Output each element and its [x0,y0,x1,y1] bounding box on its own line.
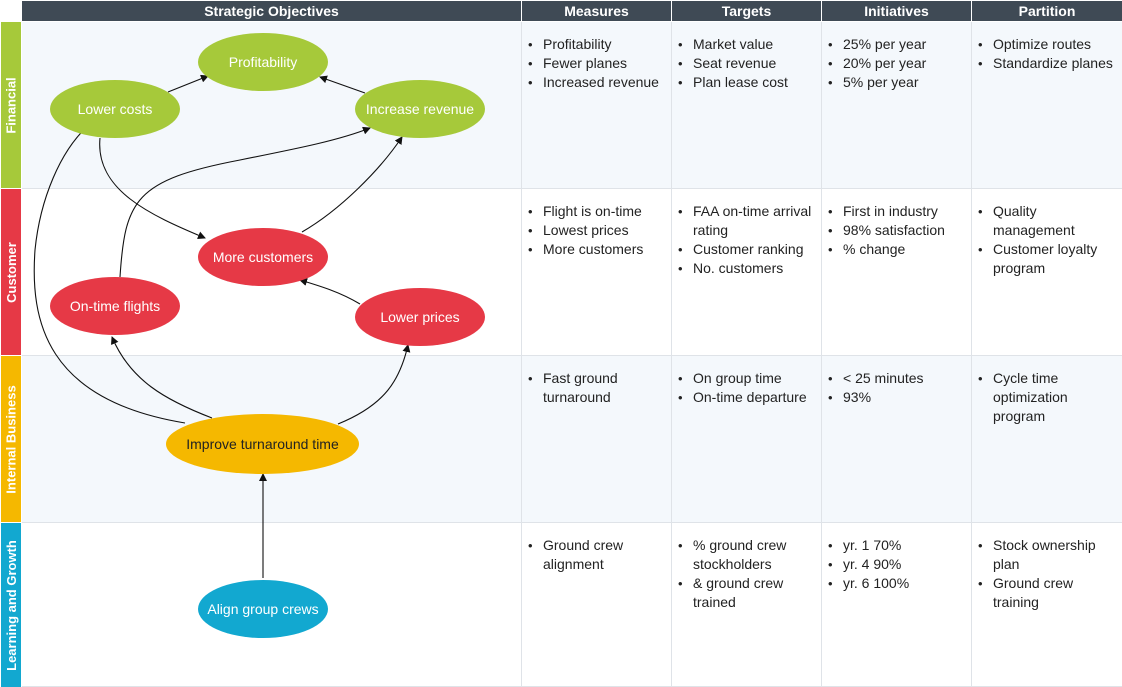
measures-cell-learning: Ground crew alignment [522,523,672,687]
partition-item: Standardize planes [978,54,1122,73]
partition-item: Customer loyalty program [978,240,1122,278]
initiative-item: yr. 6 100% [828,574,971,593]
target-item: Market value [678,35,821,54]
node-increase-revenue[interactable]: Increase revenue [355,80,485,138]
arrow-lower-costs-to-more-customers [99,137,206,239]
target-item: % ground crew stockholders [678,536,821,574]
initiative-item: yr. 4 90% [828,555,971,574]
initiative-item: % change [828,240,971,259]
target-item: & ground crew trained [678,574,821,612]
initiative-item: < 25 minutes [828,369,971,388]
arrow-lower-costs-to-profitability [167,74,209,93]
initiatives-cell-internal: < 25 minutes 93% [822,356,972,523]
target-item: Customer ranking [678,240,821,259]
initiatives-cell-customer: First in industry 98% satisfaction % cha… [822,189,972,356]
initiatives-cell-financial: 25% per year 20% per year 5% per year [822,22,972,189]
arrow-increase-revenue-to-profitability [319,75,366,94]
header-initiatives: Initiatives [822,1,971,21]
header-strategic-objectives: Strategic Objectives [22,1,521,21]
row-label-learning-growth: Learning and Growth [1,523,21,687]
initiative-item: 93% [828,388,971,407]
partition-cell-internal: Cycle time optimization program [972,356,1122,523]
partition-item: Stock ownership plan [978,536,1122,574]
target-item: FAA on-time arrival rating [678,202,821,240]
initiative-item: 98% satisfaction [828,221,971,240]
partition-item: Cycle time optimization program [978,369,1122,426]
initiative-item: 5% per year [828,73,971,92]
partition-item: Quality management [978,202,1122,240]
node-on-time-flights[interactable]: On-time flights [50,277,180,335]
row-label-financial: Financial [1,22,21,188]
node-align-group-crews[interactable]: Align group crews [198,580,328,638]
measure-item: Ground crew alignment [528,536,671,574]
partition-cell-customer: Quality management Customer loyalty prog… [972,189,1122,356]
header-measures: Measures [522,1,671,21]
arrow-on-time-to-increase-revenue [119,126,371,278]
target-item: Plan lease cost [678,73,821,92]
header-targets: Targets [672,1,821,21]
row-label-internal-business: Internal Business [1,356,21,522]
partition-cell-financial: Optimize routes Standardize planes [972,22,1122,189]
initiative-item: First in industry [828,202,971,221]
partition-item: Optimize routes [978,35,1122,54]
measure-item: Fast ground turnaround [528,369,671,407]
node-more-customers[interactable]: More customers [198,228,328,286]
measure-item: More customers [528,240,671,259]
measure-item: Lowest prices [528,221,671,240]
targets-cell-customer: FAA on-time arrival rating Customer rank… [672,189,822,356]
arrow-improve-to-lower-costs [33,123,186,424]
node-profitability[interactable]: Profitability [198,33,328,91]
target-item: On group time [678,369,821,388]
node-lower-costs[interactable]: Lower costs [50,80,180,138]
measures-cell-financial: Profitability Fewer planes Increased rev… [522,22,672,189]
arrow-lower-prices-to-more-customers [299,278,361,305]
node-improve-turnaround[interactable]: Improve turnaround time [166,414,359,474]
measure-item: Flight is on-time [528,202,671,221]
target-item: Seat revenue [678,54,821,73]
target-item: On-time departure [678,388,821,407]
arrow-more-customers-to-increase-revenue [301,136,403,233]
arrow-improve-to-on-time [111,336,213,419]
arrow-improve-to-lower-prices [337,344,411,425]
initiative-item: 20% per year [828,54,971,73]
targets-cell-financial: Market value Seat revenue Plan lease cos… [672,22,822,189]
measures-cell-internal: Fast ground turnaround [522,356,672,523]
initiative-item: yr. 1 70% [828,536,971,555]
initiative-item: 25% per year [828,35,971,54]
targets-cell-learning: % ground crew stockholders & ground crew… [672,523,822,687]
partition-item: Ground crew training [978,574,1122,612]
measure-item: Fewer planes [528,54,671,73]
header-partition: Partition [972,1,1122,21]
targets-cell-internal: On group time On-time departure [672,356,822,523]
row-label-customer: Customer [1,189,21,355]
measure-item: Increased revenue [528,73,671,92]
node-lower-prices[interactable]: Lower prices [355,288,485,346]
target-item: No. customers [678,259,821,278]
measures-cell-customer: Flight is on-time Lowest prices More cus… [522,189,672,356]
measure-item: Profitability [528,35,671,54]
